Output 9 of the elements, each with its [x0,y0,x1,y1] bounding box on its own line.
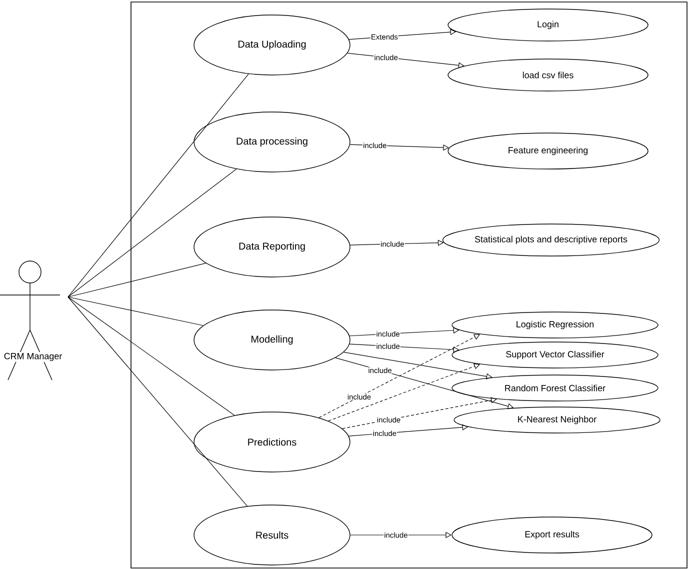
association-line [68,296,235,416]
association-line [68,296,248,506]
association-line [68,296,204,326]
system-boundary [130,2,688,568]
association-line [68,168,237,298]
association-line [68,74,249,298]
arrow [343,352,492,380]
actor-label: CRM Manager [2,352,64,362]
association-line [68,262,206,298]
